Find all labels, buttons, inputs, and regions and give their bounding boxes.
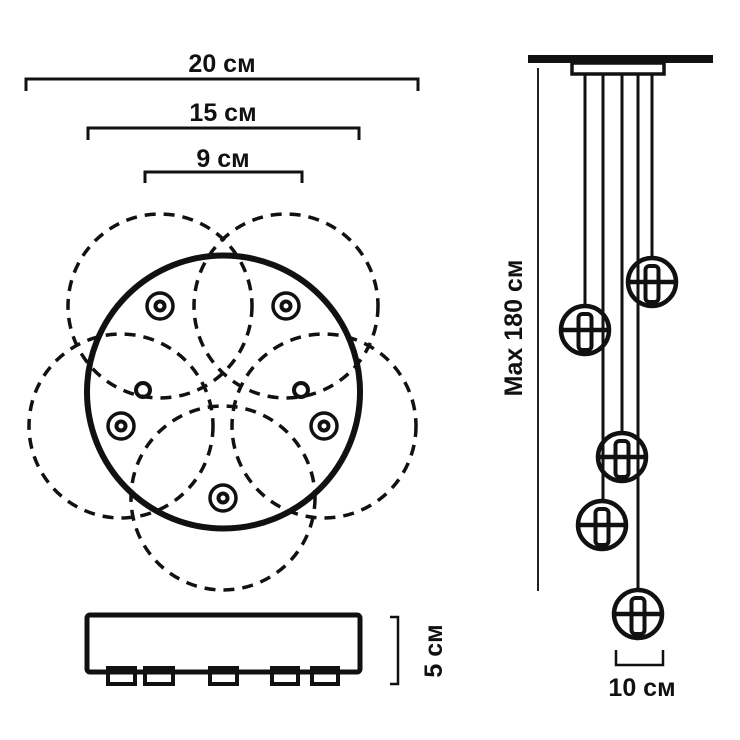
canopy-foot-5 [310, 666, 340, 686]
lamp-sphere-outline-4 [230, 332, 418, 520]
cords [583, 74, 654, 592]
cord-grommet-5 [208, 483, 238, 513]
dim-9-bracket [143, 170, 304, 183]
canopy-body [84, 612, 363, 675]
side-view: 5 см [84, 612, 448, 686]
grommet-outer-ring [208, 483, 238, 513]
lamp-sphere-outline-2 [192, 212, 380, 400]
canopy-foot-3 [208, 666, 239, 686]
pendant-lamps [558, 255, 679, 641]
top-view: 20 см 15 см 9 см [24, 50, 420, 592]
cord-grommet-2 [271, 291, 301, 321]
lamp-sphere-outline-1 [66, 212, 254, 400]
grommet-hole [321, 423, 327, 429]
canopy-feet [106, 666, 340, 686]
grommet-hole [118, 423, 124, 429]
pendant-lamp-3 [595, 430, 649, 484]
dim-9-label: 9 см [196, 145, 249, 173]
grommet-outer-ring [309, 411, 339, 441]
cord-grommet-4 [309, 411, 339, 441]
dim-5-bracket [390, 615, 400, 686]
ceiling-line [528, 55, 713, 63]
grommet-hole [220, 495, 226, 501]
screw-hole-right [292, 381, 310, 399]
grommet-outer-ring [271, 291, 301, 321]
dim-15-bracket [86, 126, 361, 140]
lamp-sphere-outline-3 [27, 332, 215, 520]
pendant-lamp-4 [575, 498, 629, 552]
grommet-hole [283, 303, 289, 309]
max-height-label: Max 180 см [500, 260, 528, 397]
cord-grommets [106, 291, 339, 513]
hanging-view: Max 180 см [500, 55, 713, 702]
ceiling-canopy [570, 61, 666, 76]
canopy-foot-1 [106, 666, 137, 686]
dim-20-bracket [24, 77, 420, 91]
grommet-hole [157, 303, 163, 309]
grommet-outer-ring [145, 291, 175, 321]
mounting-plate-circle [84, 252, 363, 532]
dim-10-label: 10 см [608, 674, 675, 702]
pendant-lamp-5 [611, 587, 665, 641]
dim-15-label: 15 см [189, 99, 256, 127]
cord-grommet-1 [145, 291, 175, 321]
lamp-sphere-outline-5 [129, 404, 317, 592]
canopy-foot-2 [143, 666, 175, 686]
dim-10-bracket [614, 650, 665, 667]
grommet-outer-ring [106, 411, 136, 441]
dim-20-label: 20 см [188, 50, 255, 78]
lamp-sphere-outlines [27, 212, 418, 592]
pendant-lamp-1 [625, 255, 679, 309]
canopy-foot-4 [270, 666, 300, 686]
pendant-lamp-2 [558, 303, 612, 357]
dim-5-label: 5 см [420, 624, 448, 677]
screw-hole-left [134, 381, 152, 399]
cord-grommet-3 [106, 411, 136, 441]
